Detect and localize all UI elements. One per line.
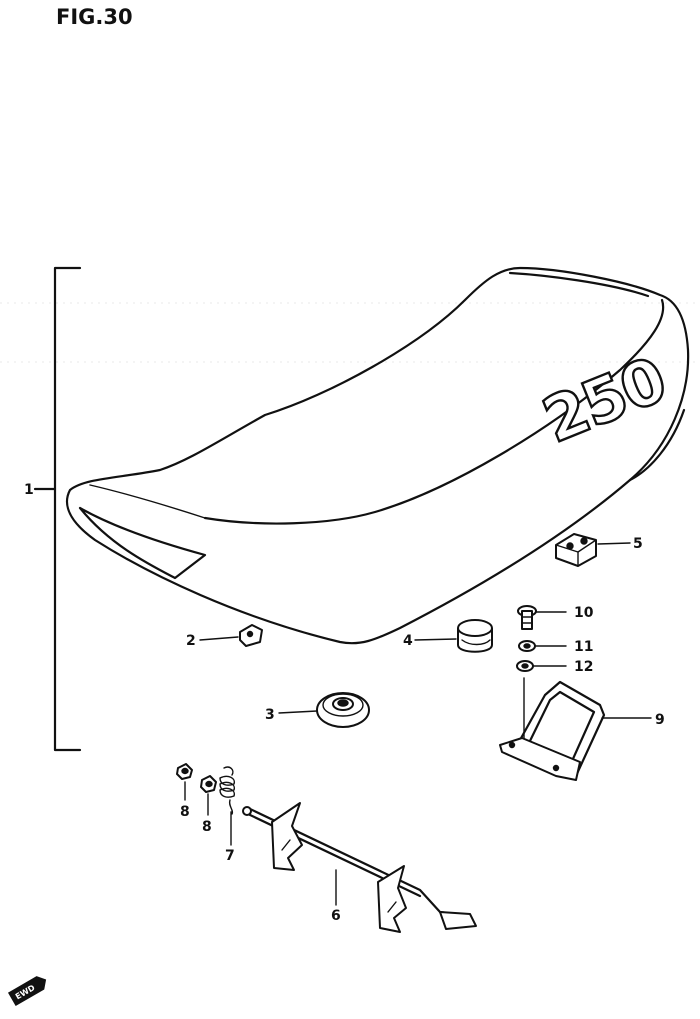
part-11-washer [518,640,536,652]
callout-8a: 8 [180,804,190,820]
assembly-bracket [33,266,82,752]
part-2-clip [239,624,263,647]
svg-text:250: 250 [533,343,675,457]
figure-title: FIG.30 [56,5,133,29]
ewd-badge: EWD [7,976,47,1007]
part-4-cushion [457,619,493,653]
callout-11: 11 [574,639,593,655]
callout-5: 5 [633,536,643,552]
part-12-washer [516,660,534,672]
callout-4: 4 [403,633,413,649]
part-7-spring [219,766,235,815]
callout-9: 9 [655,712,665,728]
part-3-cushion [316,692,370,728]
callouts: 1 2 3 4 5 6 7 8 8 9 10 11 12 [24,482,665,924]
part-8-nut-a [176,763,193,780]
part-5-block [555,533,597,567]
part-10-bolt [517,605,537,630]
callout-3: 3 [265,707,275,723]
callout-2: 2 [186,633,196,649]
callout-12: 12 [574,659,593,675]
callout-6: 6 [331,908,341,924]
callout-7: 7 [225,848,235,864]
seat-assembly: 250 [65,266,690,645]
callout-1: 1 [24,482,34,498]
part-9-bracket [499,677,606,781]
callout-10: 10 [574,605,594,621]
seat-emblem: 250 [532,342,676,458]
callout-8b: 8 [202,819,212,835]
scan-guides [0,302,700,363]
part-8-nut-b [200,775,217,793]
part-6-lock-rod [242,802,477,933]
leader-lines [184,542,652,906]
